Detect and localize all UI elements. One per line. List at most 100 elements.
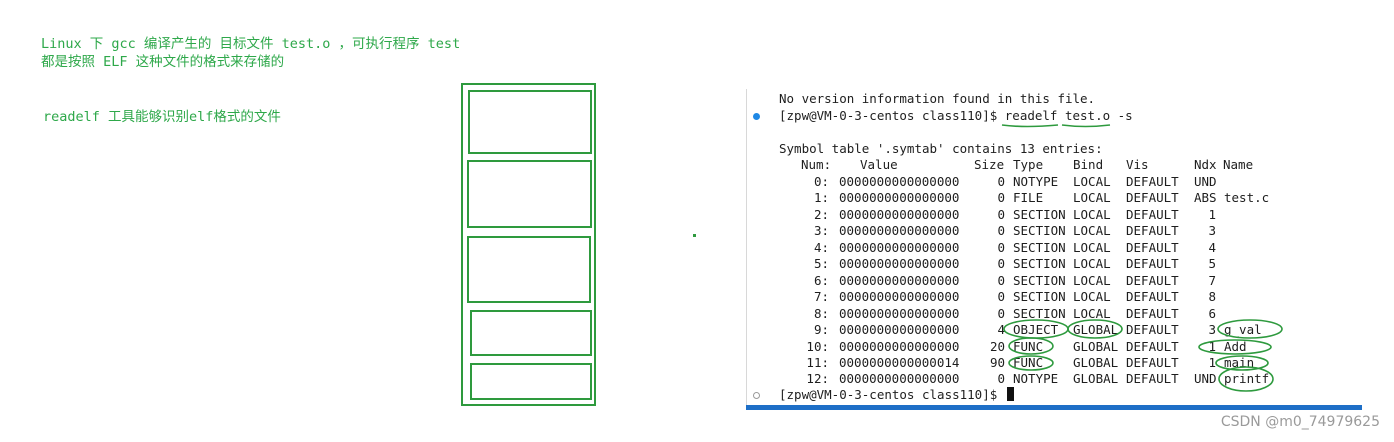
cell-type: SECTION <box>1013 239 1066 255</box>
cell-value: 0000000000000000 <box>839 322 960 338</box>
cell-value: 0000000000000000 <box>839 256 960 272</box>
cell-vis: DEFAULT <box>1126 322 1179 338</box>
cell-bind: LOCAL <box>1073 206 1111 222</box>
elf-section-box <box>467 236 591 303</box>
cell-name: Add <box>1224 338 1247 354</box>
cell-num: 9: <box>813 322 829 338</box>
cell-num: 3: <box>813 223 829 239</box>
cell-size: 0 <box>997 256 1005 272</box>
cell-vis: DEFAULT <box>1126 354 1179 370</box>
final-prompt-text: [zpw@VM-0-3-centos class110]$ <box>779 387 998 402</box>
cell-type: OBJECT <box>1013 322 1059 338</box>
col-ndx: Ndx <box>1194 157 1217 172</box>
symtab-column-headers: Num: Value Size Type Bind Vis Ndx Name <box>747 157 1363 173</box>
terminal-cursor <box>1006 387 1014 401</box>
cell-size: 0 <box>997 174 1005 189</box>
cell-value: 0000000000000014 <box>839 354 960 370</box>
elf-section-box <box>468 90 592 154</box>
cell-value: 0000000000000000 <box>839 289 960 305</box>
cell-size: 0 <box>997 305 1005 321</box>
terminal-version-line: No version information found in this fil… <box>779 91 1096 106</box>
col-num: Num: <box>801 157 832 172</box>
cell-bind: LOCAL <box>1073 256 1111 272</box>
col-type: Type <box>1013 157 1044 172</box>
cell-name: main <box>1224 354 1255 370</box>
cell-bind: GLOBAL <box>1073 371 1119 387</box>
cell-size: 0 <box>997 223 1005 239</box>
terminal-accent-bar <box>746 405 1362 410</box>
terminal-final-prompt[interactable]: [zpw@VM-0-3-centos class110]$ <box>779 387 1014 403</box>
note-line-1: Linux 下 gcc 编译产生的 目标文件 test.o ，可执行程序 tes… <box>41 36 461 52</box>
col-name: Name <box>1223 157 1254 172</box>
cell-ndx: 1 <box>1208 338 1216 354</box>
cell-vis: DEFAULT <box>1126 305 1179 321</box>
cell-name: test.c <box>1224 190 1270 206</box>
cell-ndx: 4 <box>1208 239 1216 255</box>
cell-bind: LOCAL <box>1073 289 1111 305</box>
cell-type: SECTION <box>1013 223 1066 239</box>
cell-type: SECTION <box>1013 206 1066 222</box>
cell-value: 0000000000000000 <box>839 174 960 189</box>
cell-bind: LOCAL <box>1073 190 1111 206</box>
col-size: Size <box>974 157 1005 172</box>
note-line-2: 都是按照 ELF 这种文件的格式来存储的 <box>41 54 285 70</box>
cell-type: SECTION <box>1013 305 1066 321</box>
col-bind: Bind <box>1073 157 1104 172</box>
elf-file-sketch <box>461 83 596 406</box>
cell-ndx: 1 <box>1208 206 1216 222</box>
cell-num: 10: <box>806 338 829 354</box>
cell-value: 0000000000000000 <box>839 371 960 387</box>
watermark: CSDN @m0_74979625 <box>1220 414 1380 430</box>
cell-type: FUNC <box>1013 338 1044 354</box>
cell-num: 1: <box>813 190 829 206</box>
stray-dot <box>693 234 696 237</box>
cell-bind: LOCAL <box>1073 239 1111 255</box>
cell-ndx: UND <box>1194 174 1217 189</box>
note-line-3: readelf 工具能够识别elf格式的文件 <box>43 109 281 125</box>
cell-vis: DEFAULT <box>1126 190 1179 206</box>
cell-type: FILE <box>1013 190 1044 206</box>
prompt-status-dot <box>753 392 760 399</box>
cell-num: 5: <box>813 256 829 272</box>
cell-num: 12: <box>806 371 829 387</box>
cell-value: 0000000000000000 <box>839 190 960 206</box>
elf-section-box <box>467 160 592 228</box>
col-vis: Vis <box>1126 157 1149 172</box>
terminal-panel[interactable]: No version information found in this fil… <box>746 89 1363 409</box>
cell-size: 0 <box>997 190 1005 206</box>
cell-bind: LOCAL <box>1073 223 1111 239</box>
cell-bind: GLOBAL <box>1073 338 1119 354</box>
cell-vis: DEFAULT <box>1126 338 1179 354</box>
cell-vis: DEFAULT <box>1126 371 1179 387</box>
cell-value: 0000000000000000 <box>839 206 960 222</box>
cell-vis: DEFAULT <box>1126 206 1179 222</box>
cell-num: 0: <box>813 174 829 189</box>
cell-value: 0000000000000000 <box>839 239 960 255</box>
cell-bind: GLOBAL <box>1073 322 1119 338</box>
cell-ndx: 8 <box>1208 289 1216 305</box>
cell-type: SECTION <box>1013 256 1066 272</box>
cell-size: 0 <box>997 206 1005 222</box>
terminal-command-line: [zpw@VM-0-3-centos class110]$ readelf te… <box>779 108 1133 123</box>
cell-num: 8: <box>813 305 829 321</box>
cell-name: g_val <box>1224 322 1262 338</box>
symtab-header: Symbol table '.symtab' contains 13 entri… <box>779 141 1103 156</box>
col-value: Value <box>860 157 898 172</box>
cell-value: 0000000000000000 <box>839 223 960 239</box>
cell-ndx: 6 <box>1208 305 1216 321</box>
cell-value: 0000000000000000 <box>839 338 960 354</box>
command-status-dot <box>753 113 760 120</box>
cell-vis: DEFAULT <box>1126 174 1179 189</box>
cell-vis: DEFAULT <box>1126 256 1179 272</box>
cell-num: 4: <box>813 239 829 255</box>
cell-size: 0 <box>997 371 1005 387</box>
